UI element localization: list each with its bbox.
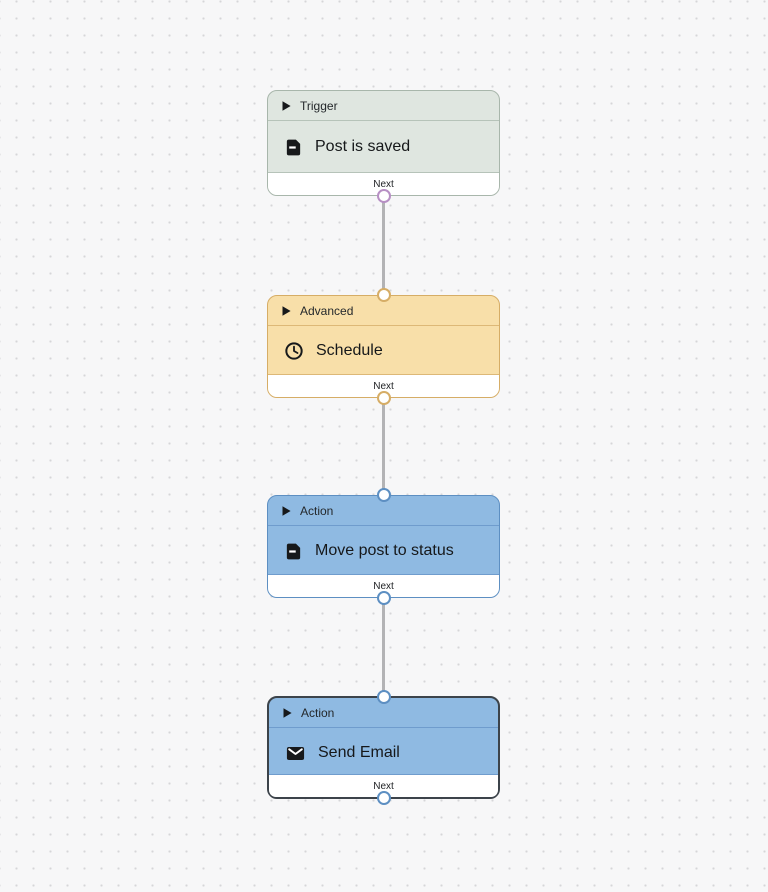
next-port-label: Next	[373, 178, 394, 190]
collapse-arrow-icon[interactable]	[282, 306, 291, 316]
workflow-node-action-move-post[interactable]: Action Move post to status Next	[267, 488, 500, 605]
output-port[interactable]	[376, 189, 391, 203]
node-title: Schedule	[316, 342, 383, 359]
node-category-label: Advanced	[300, 303, 354, 318]
node-title: Move post to status	[315, 542, 454, 559]
node-body[interactable]: Send Email	[269, 728, 498, 778]
next-port-label: Next	[373, 580, 394, 592]
node-footer: Next	[268, 374, 499, 397]
next-port-label: Next	[373, 780, 394, 792]
node-header[interactable]: Action	[268, 496, 499, 526]
node-footer: Next	[269, 774, 498, 797]
connector-edge	[382, 193, 385, 295]
document-icon	[284, 138, 303, 157]
next-port-label: Next	[373, 380, 394, 392]
node-footer: Next	[268, 172, 499, 195]
node-category-label: Trigger	[300, 98, 338, 113]
collapse-arrow-icon[interactable]	[283, 708, 292, 718]
node-title: Send Email	[318, 744, 400, 761]
node-body[interactable]: Move post to status	[268, 526, 499, 576]
workflow-node-trigger[interactable]: Trigger Post is saved Next	[267, 90, 500, 203]
mail-icon	[285, 743, 306, 764]
clock-icon	[284, 341, 304, 361]
node-body[interactable]: Post is saved	[268, 121, 499, 173]
collapse-arrow-icon[interactable]	[282, 506, 291, 516]
collapse-arrow-icon[interactable]	[282, 101, 291, 111]
input-port[interactable]	[376, 690, 391, 704]
node-category-label: Action	[300, 503, 334, 518]
output-port[interactable]	[376, 591, 391, 605]
connector-edge	[382, 397, 385, 495]
node-header[interactable]: Action	[269, 698, 498, 728]
node-footer: Next	[268, 574, 499, 597]
node-header[interactable]: Advanced	[268, 296, 499, 326]
input-port[interactable]	[376, 288, 391, 302]
output-port[interactable]	[376, 391, 391, 405]
output-port[interactable]	[376, 791, 391, 805]
node-title: Post is saved	[315, 138, 411, 155]
node-body[interactable]: Schedule	[268, 326, 499, 376]
node-header[interactable]: Trigger	[268, 91, 499, 121]
node-category-label: Action	[301, 705, 335, 720]
workflow-node-advanced[interactable]: Advanced Schedule Next	[267, 288, 500, 405]
input-port[interactable]	[376, 488, 391, 502]
document-icon	[284, 542, 303, 561]
connector-edge	[382, 598, 385, 696]
workflow-node-action-send-email[interactable]: Action Send Email Next	[267, 690, 500, 805]
